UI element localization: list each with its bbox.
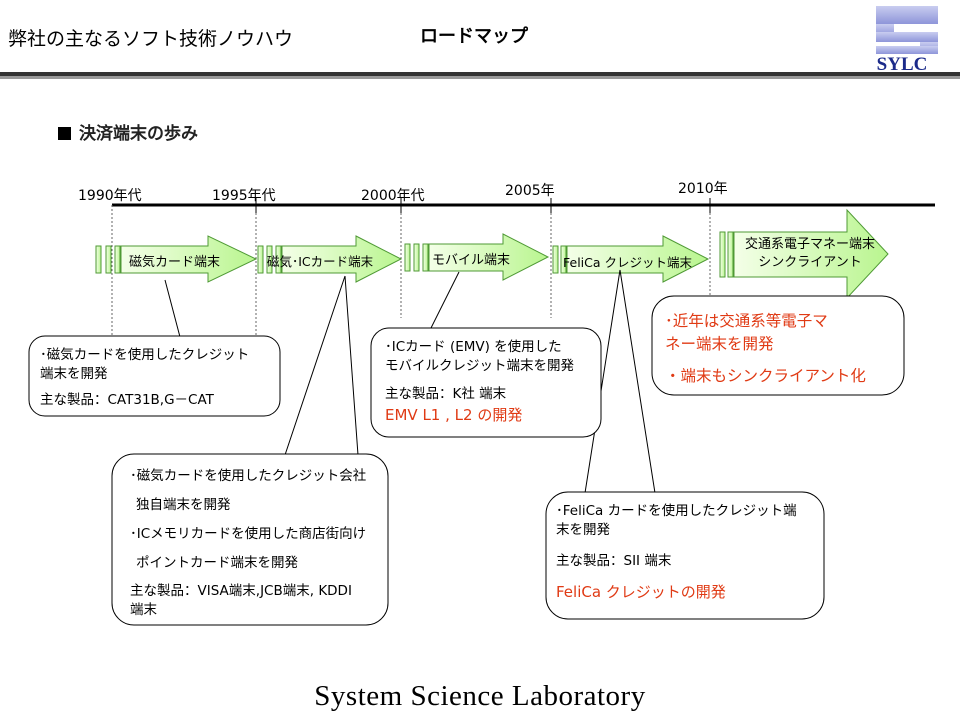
callout-text: ・端末もシンクライアント化 [665, 367, 866, 385]
logo-text: SYLC [877, 54, 928, 74]
year-label: 2000年代 [361, 188, 425, 204]
callout-mobile: ･ICカード (EMV) を使用した モバイルクレジット端末を開発 主な製品：K… [385, 338, 600, 425]
callout-text: ･ICカード (EMV) を使用した [385, 339, 562, 355]
terminal-label: 磁気カード端末 [129, 255, 221, 270]
era-bar [413, 243, 420, 272]
terminal-arrow-ic [281, 235, 403, 283]
callout-box-mobile [370, 327, 602, 438]
callout-box-transit [651, 295, 905, 396]
callout-text: 独自端末を開発 [136, 497, 231, 513]
sylc-logo: SYLC [852, 2, 952, 74]
callout-text: 末を開発 [556, 522, 610, 538]
era-bar [552, 245, 559, 274]
callout-product: 主な製品：VISA端末,JCB端末, KDDI [130, 583, 352, 599]
header-divider-shadow [0, 76, 960, 79]
era-bar [114, 245, 121, 274]
callout-product: 主な製品：CAT31B,G－CAT [40, 392, 214, 408]
callout-text: ネー端末を開発 [665, 335, 774, 353]
era-ic [257, 235, 403, 283]
callout-text: ･磁気カードを使用したクレジット会社 [130, 468, 367, 484]
era-mobile [404, 233, 550, 281]
era-bar [404, 243, 411, 272]
era-bar [560, 245, 567, 274]
era-transit [719, 208, 889, 300]
callout-highlight: FeliCa クレジットの開発 [556, 583, 726, 601]
callout-box-felica [545, 491, 825, 620]
era-bar [266, 245, 273, 274]
year-label: 2010年 [678, 181, 728, 197]
callout-text: ･磁気カードを使用したクレジット [40, 347, 250, 363]
callout-text: 端末を開発 [40, 366, 108, 382]
terminal-arrow-felica [566, 235, 710, 283]
header-subtitle: ロードマップ [420, 26, 528, 47]
era-magnetic [95, 235, 258, 283]
callout-text: ･FeliCa カードを使用したクレジット端 [556, 503, 797, 519]
era-bar [422, 243, 429, 272]
header-divider [0, 72, 960, 76]
callout-magnetic: ･磁気カードを使用したクレジット 端末を開発 主な製品：CAT31B,G－CAT [40, 346, 275, 410]
terminal-arrow-transit [733, 208, 889, 300]
section-title-text: 決済端末の歩み [79, 124, 198, 144]
era-bar [105, 245, 112, 274]
era-bar [719, 231, 726, 278]
callout-text: ･ICメモリカードを使用した商店街向け [130, 526, 367, 542]
callout-text: ･近年は交通系等電子マ [665, 312, 828, 330]
terminal-label: 磁気･ICカード端末 [267, 254, 374, 269]
callout-box-magnetic [28, 335, 281, 417]
callout-product: 端末 [130, 602, 157, 618]
terminal-arrow-mobile [428, 233, 550, 281]
era-felica [552, 235, 710, 283]
year-label: 1995年代 [212, 188, 276, 204]
square-bullet-icon [58, 127, 71, 140]
era-bar [257, 245, 264, 274]
callout-ic: ･磁気カードを使用したクレジット会社 独自端末を開発 ･ICメモリカードを使用し… [130, 462, 385, 620]
callout-box-ic [111, 453, 389, 626]
year-label: 2005年 [505, 183, 555, 199]
terminal-label-line: シンクライアント [758, 255, 862, 270]
era-bar [727, 231, 734, 278]
terminal-label: モバイル端末 [432, 253, 511, 268]
callout-product: 主な製品：SII 端末 [556, 553, 672, 569]
terminal-label-transit: 交通系電子マネー端末 シンクライアント [730, 236, 890, 272]
callout-text: モバイルクレジット端末を開発 [385, 358, 574, 374]
terminal-label-line: 交通系電子マネー端末 [744, 237, 875, 252]
callout-transit: ･近年は交通系等電子マ ネー端末を開発 ・端末もシンクライアント化 [665, 310, 900, 388]
callout-text: ポイントカード端末を開発 [136, 555, 298, 571]
era-bar [275, 245, 282, 274]
terminal-arrow-magnetic [120, 235, 258, 283]
callout-product: 主な製品：K社 端末 [385, 386, 507, 402]
terminal-label: FeliCa クレジット端末 [563, 255, 693, 270]
year-label: 1990年代 [78, 188, 142, 204]
year-ticks [255, 198, 711, 213]
callout-highlight: EMV L1 , L2 の開発 [385, 406, 523, 424]
era-bar [95, 245, 102, 274]
footer-company: System Science Laboratory [314, 680, 646, 712]
section-title: 決済端末の歩み [58, 119, 198, 144]
year-guides [111, 205, 711, 340]
header-title: 弊社の主なるソフト技術ノウハウ [8, 28, 294, 50]
callout-felica: ･FeliCa カードを使用したクレジット端 末を開発 主な製品：SII 端末 … [556, 502, 818, 602]
